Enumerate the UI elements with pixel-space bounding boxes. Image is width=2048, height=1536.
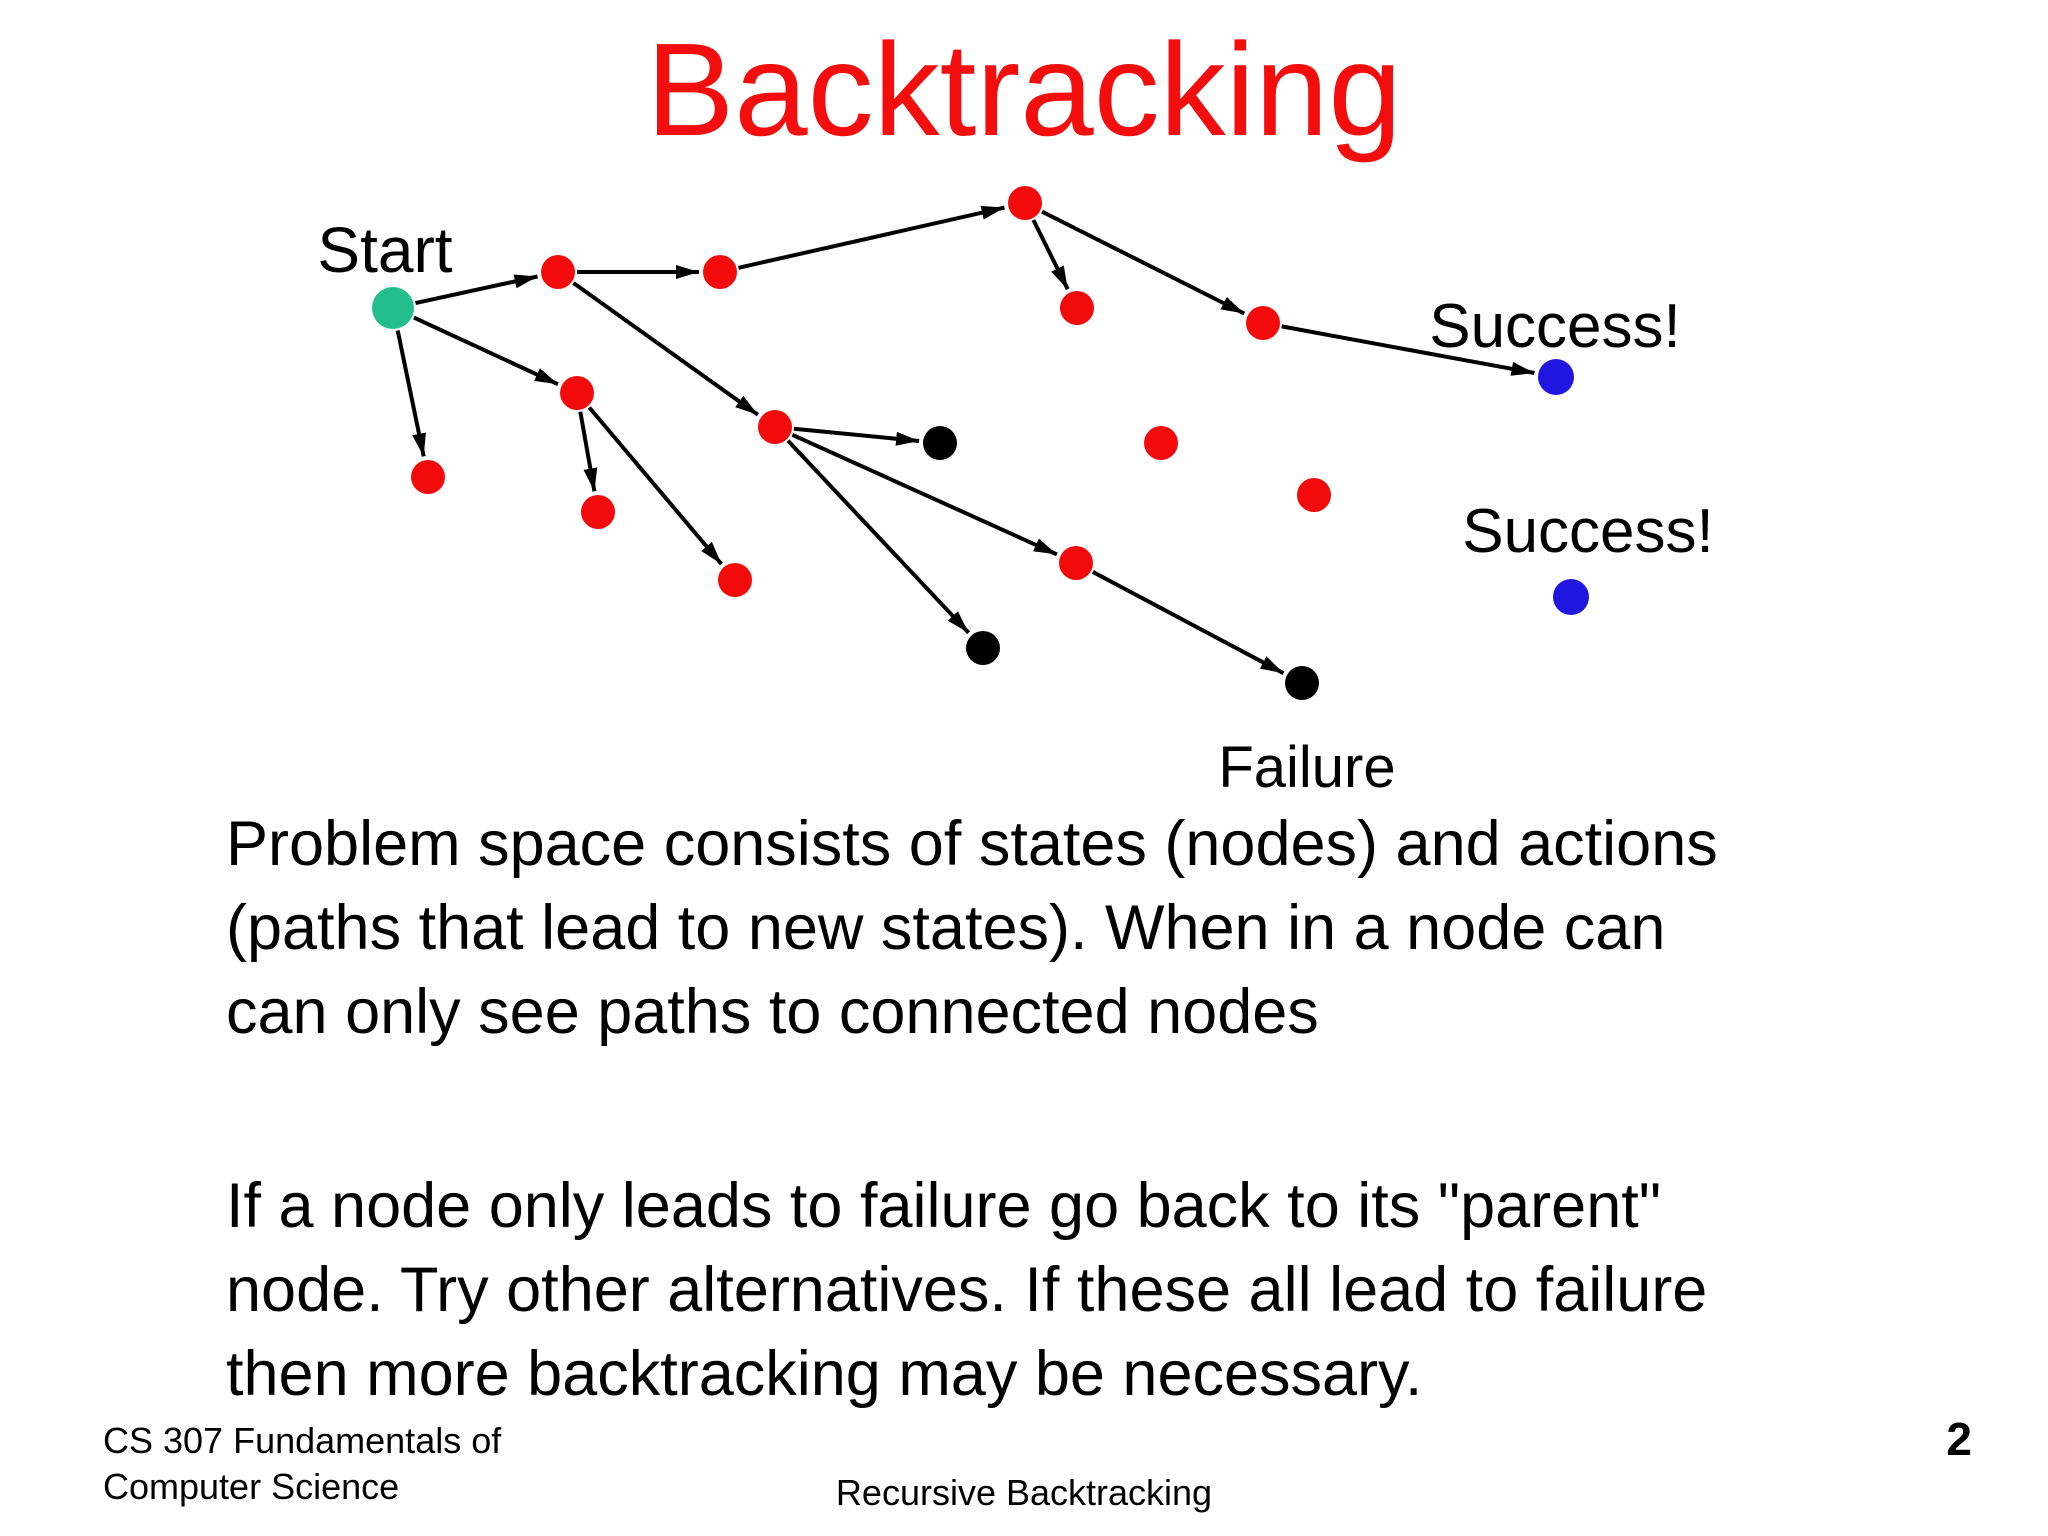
diagram-edge-n-failure: [1091, 570, 1285, 675]
footer-course: CS 307 Fundamentals of Computer Science: [103, 1420, 502, 1507]
diagram-nodes: [372, 186, 1589, 700]
body-paragraph-2: If a node only leads to failure go back …: [226, 1171, 1708, 1409]
diagram-edge-j-k: [793, 426, 920, 446]
diagram-edge-e-success1: [1281, 324, 1535, 376]
footer-lecture-title: Recursive Backtracking: [835, 1472, 1213, 1513]
success-label-2: Success!: [1462, 497, 1714, 566]
diagram-edge-c-e: [1041, 209, 1246, 316]
graph-node-c: [1008, 186, 1042, 220]
success-label-1: Success!: [1429, 292, 1681, 361]
diagram-edge-b-c: [738, 205, 1005, 270]
graph-node-success1: [1538, 359, 1574, 395]
graph-node-m: [1297, 478, 1331, 512]
graph-node-e: [1246, 306, 1280, 340]
graph-node-o: [966, 631, 1000, 665]
diagram-edge-g-i: [587, 406, 723, 566]
start-label: Start: [317, 214, 452, 286]
diagram-edge-start-a: [415, 274, 538, 306]
graph-node-b: [703, 255, 737, 289]
slide-title: Backtracking: [646, 16, 1402, 163]
graph-node-a: [541, 255, 575, 289]
graph-node-failure: [1285, 666, 1319, 700]
graph-node-start: [372, 287, 414, 329]
graph-node-j: [758, 410, 792, 444]
graph-node-n: [1059, 546, 1093, 580]
diagram-edge-j-o: [786, 439, 971, 635]
diagram-edge-start-f: [395, 330, 426, 457]
graph-node-k: [923, 426, 957, 460]
diagram-edge-c-d: [1031, 219, 1070, 291]
graph-node-f: [411, 460, 445, 494]
graph-node-h: [581, 495, 615, 529]
body-paragraph-1: Problem space consists of states (nodes)…: [226, 809, 1718, 1047]
graph-node-i: [718, 563, 752, 597]
page-number: 2: [1946, 1413, 1972, 1465]
graph-node-l: [1144, 426, 1178, 460]
graph-node-d: [1060, 291, 1094, 325]
diagram-edge-start-g: [413, 315, 559, 387]
failure-label: Failure: [1218, 735, 1395, 800]
diagram-edge-j-n: [791, 432, 1058, 557]
diagram-edge-g-h: [578, 411, 598, 492]
diagram-edges: [395, 205, 1535, 675]
diagram-edge-a-j: [572, 281, 760, 417]
graph-node-g: [560, 376, 594, 410]
graph-node-success2: [1553, 579, 1589, 615]
